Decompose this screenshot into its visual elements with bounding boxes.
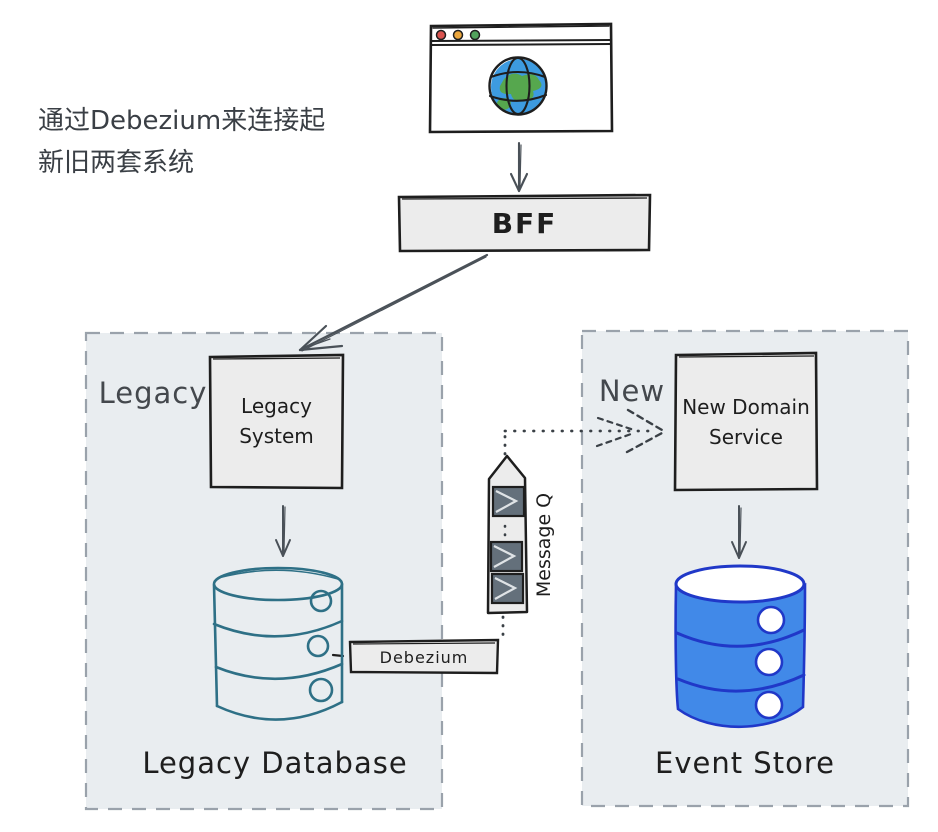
new-group-label: New <box>598 374 666 408</box>
legacy-database-cylinder <box>212 566 344 721</box>
message-queue-shape <box>486 454 529 615</box>
new-domain-service-label: New Domain Service <box>682 394 810 449</box>
envelope-icon <box>490 572 525 605</box>
globe-icon <box>488 56 548 116</box>
green-dot-icon <box>469 29 481 41</box>
bff-box <box>397 193 652 253</box>
debezium-label: Debezium <box>379 647 469 667</box>
dotted-arrow-queue-to-service <box>503 408 664 456</box>
event-store-label: Event Store <box>655 746 835 780</box>
browser-window-icon <box>428 22 614 134</box>
legacy-database-label: Legacy Database <box>142 746 408 780</box>
arrow-bff-to-legacy-system <box>298 253 489 352</box>
arrow-browser-to-bff <box>509 141 529 193</box>
legacy-system-label: Legacy System <box>239 394 314 448</box>
arrow-service-to-event-store <box>731 505 747 559</box>
message-queue-label: Message Q <box>533 492 555 598</box>
red-dot-icon <box>435 29 447 41</box>
arrow-legacy-system-to-database <box>275 505 291 557</box>
legacy-group-label: Legacy <box>98 376 208 410</box>
legacy-system-box <box>208 353 345 490</box>
annotation-note: 通过Debezium来连接起 新旧两套系统 <box>38 106 326 178</box>
yellow-dot-icon <box>452 29 464 41</box>
envelope-icon <box>491 485 526 518</box>
event-store-cylinder <box>674 564 807 729</box>
bff-label: BFF <box>491 206 558 240</box>
envelope-icon <box>489 540 524 573</box>
new-domain-service-box <box>673 351 819 492</box>
debezium-box <box>348 638 500 675</box>
